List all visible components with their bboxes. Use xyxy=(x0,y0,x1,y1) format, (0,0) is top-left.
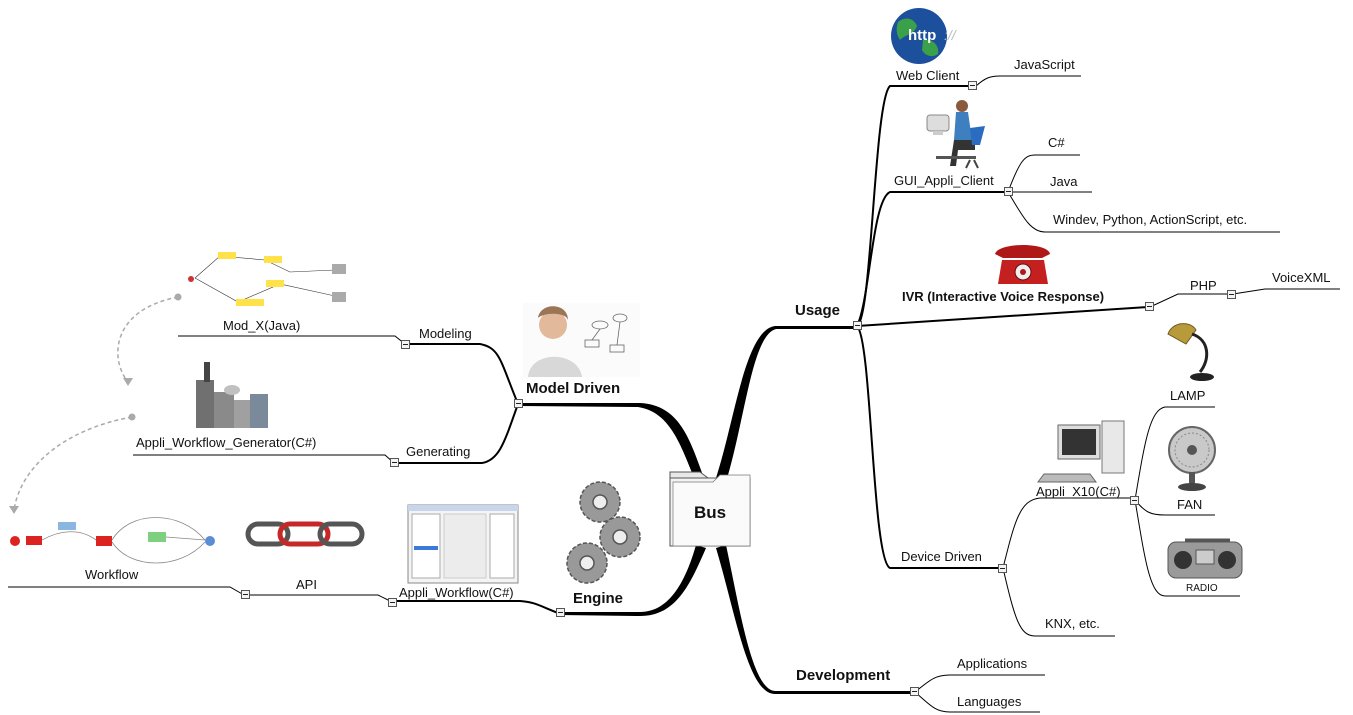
modeling-label: Modeling xyxy=(419,326,472,341)
mod-x-label: Mod_X(Java) xyxy=(223,318,301,333)
http-slashes: :// xyxy=(944,27,958,43)
model-branches xyxy=(396,343,519,464)
telephone-icon xyxy=(995,245,1050,284)
branch-usage-line xyxy=(716,326,855,482)
main-branches xyxy=(520,326,915,694)
dashed-arrows xyxy=(13,296,179,511)
php-label: PHP xyxy=(1190,278,1217,293)
collapse-toggle-web-client[interactable] xyxy=(968,81,977,90)
center-label: Bus xyxy=(694,503,727,522)
person-drawing-icon xyxy=(523,303,640,377)
appli-workflow-label: Appli_Workflow(C#) xyxy=(399,585,514,600)
collapse-toggle-device-driven[interactable] xyxy=(998,564,1007,573)
branch-development-label: Development xyxy=(796,667,891,684)
branch-model-driven-label: Model Driven xyxy=(526,380,621,397)
app-window-icon xyxy=(407,504,519,584)
javascript-label: JavaScript xyxy=(1014,57,1075,72)
factory-icon xyxy=(196,362,268,428)
arrow-dots xyxy=(9,293,182,514)
computer-user-icon xyxy=(926,100,985,169)
gears-icon xyxy=(566,481,641,584)
appli-x10-label: Appli_X10(C#) xyxy=(1036,484,1121,499)
collapse-toggle-usage[interactable] xyxy=(853,321,862,330)
lamp-label: LAMP xyxy=(1170,388,1206,403)
flowchart-icon xyxy=(188,252,346,306)
branch-model-driven-line xyxy=(520,403,704,482)
collapse-toggle-generating[interactable] xyxy=(390,458,399,467)
collapse-toggle-ivr[interactable] xyxy=(1145,302,1154,311)
generator-label: Appli_Workflow_Generator(C#) xyxy=(136,435,317,450)
collapse-toggle-engine[interactable] xyxy=(556,608,565,617)
collapse-toggle-modeling[interactable] xyxy=(401,340,410,349)
engine-branches xyxy=(395,600,559,614)
collapse-toggle-appli-x10[interactable] xyxy=(1130,496,1139,505)
folder-icon xyxy=(669,471,751,547)
branch-engine-label: Engine xyxy=(573,590,624,607)
development-leaf-lines xyxy=(914,674,1045,713)
desk-lamp-icon xyxy=(1167,323,1214,381)
applications-label: Applications xyxy=(957,656,1028,671)
radio-label: RADIO xyxy=(1186,583,1218,594)
http-logo-text: http xyxy=(908,27,936,44)
collapse-toggle-development[interactable] xyxy=(910,687,919,696)
workflow-diagram-icon xyxy=(10,517,215,564)
globe-icon: http :// xyxy=(891,8,958,64)
windev-label: Windev, Python, ActionScript, etc. xyxy=(1053,212,1248,227)
api-label: API xyxy=(296,577,317,592)
ivr-label: IVR (Interactive Voice Response) xyxy=(902,289,1105,304)
fan-label: FAN xyxy=(1177,497,1203,512)
gui-client-label: GUI_Appli_Client xyxy=(894,173,994,188)
collapse-toggle-model-driven[interactable] xyxy=(514,399,523,408)
java-label: Java xyxy=(1050,174,1078,189)
pc-icon xyxy=(1037,420,1125,483)
fan-icon xyxy=(1168,426,1216,491)
collapse-toggle-appli-workflow[interactable] xyxy=(388,598,397,607)
collapse-toggle-gui-client[interactable] xyxy=(1004,187,1013,196)
radio-icon xyxy=(1167,538,1243,579)
web-client-label: Web Client xyxy=(896,68,960,83)
collapse-toggle-api[interactable] xyxy=(241,590,250,599)
collapse-toggle-php[interactable] xyxy=(1227,290,1236,299)
voicexml-label: VoiceXML xyxy=(1272,270,1331,285)
branch-usage-label: Usage xyxy=(795,302,841,319)
chain-icon xyxy=(245,521,365,547)
workflow-label: Workflow xyxy=(85,567,139,582)
usage-leaf-lines xyxy=(975,75,1340,637)
knx-label: KNX, etc. xyxy=(1045,616,1100,631)
device-driven-label: Device Driven xyxy=(901,549,982,564)
generating-label: Generating xyxy=(406,444,471,459)
csharp-label: C# xyxy=(1048,135,1065,150)
languages-label: Languages xyxy=(957,694,1022,709)
usage-branches xyxy=(856,85,1149,569)
engine-leaf-lines xyxy=(8,586,391,602)
